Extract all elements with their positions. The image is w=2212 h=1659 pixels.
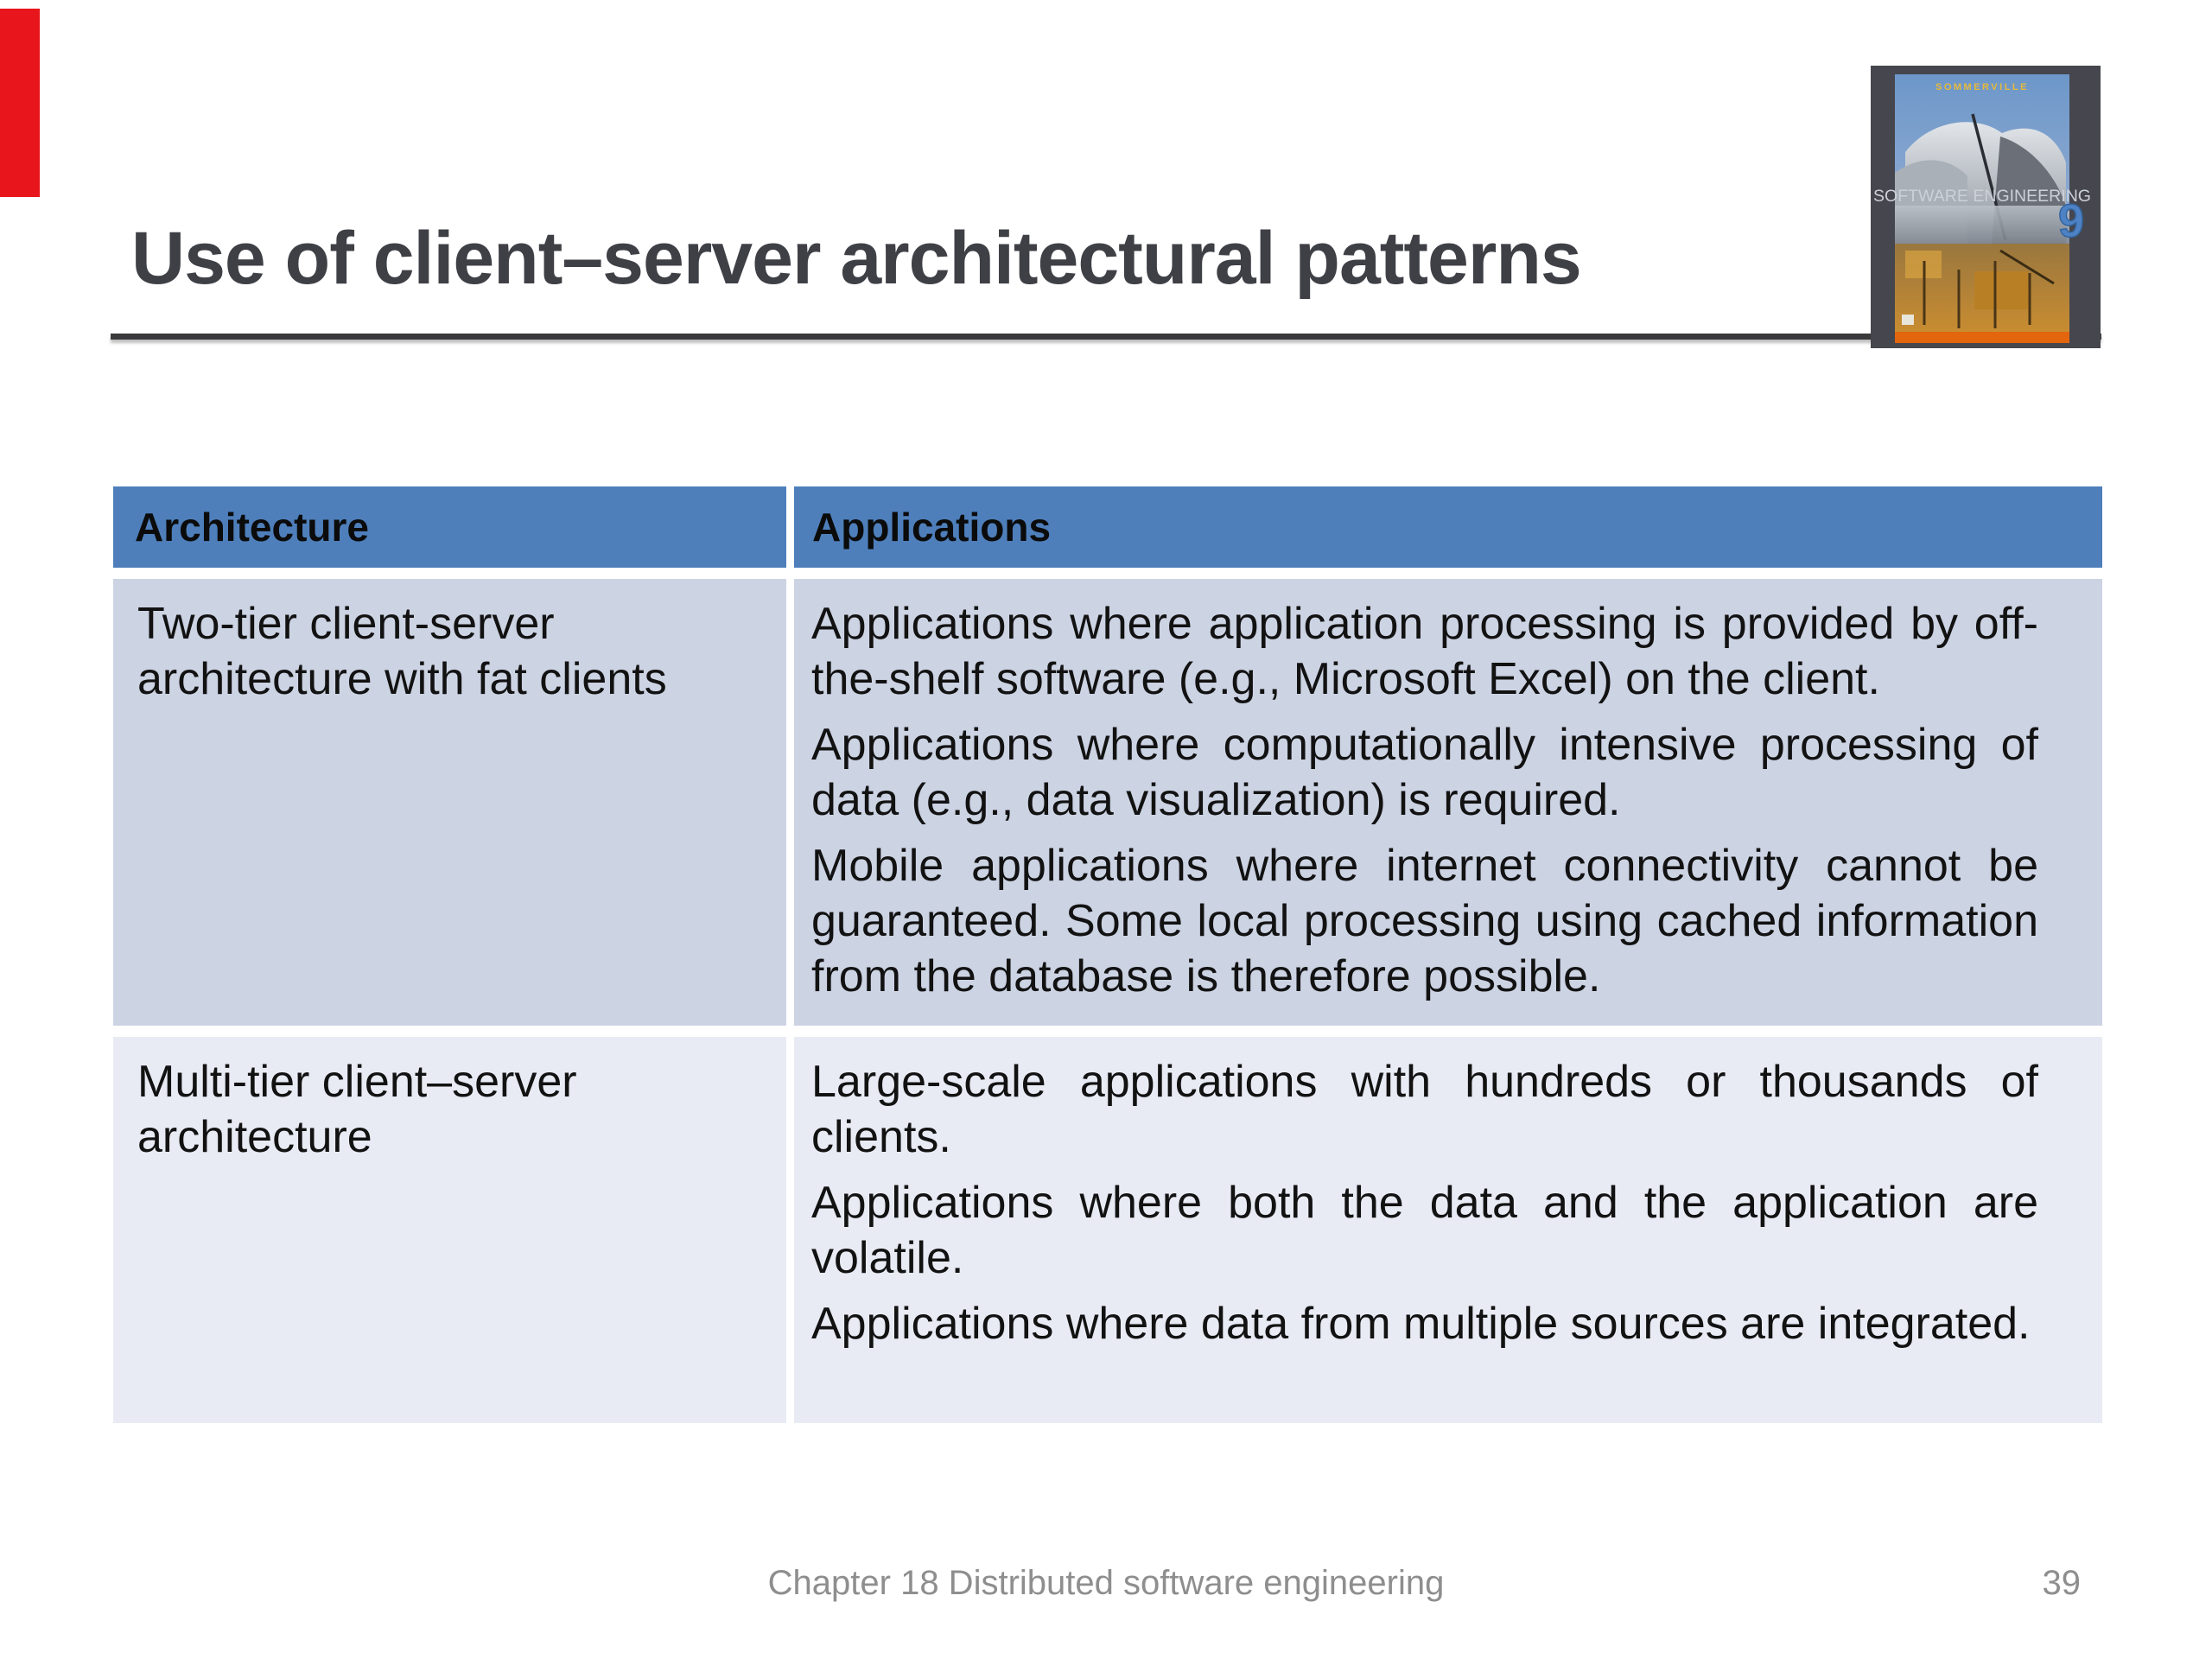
table-row2-applications-cell: Large-scale applications with hundreds o… <box>794 1037 2102 1423</box>
book-edition-number: 9 <box>2058 195 2084 247</box>
application-paragraph: Applications where application processin… <box>811 599 2038 704</box>
architecture-applications-table: Architecture Applications Two-tier clien… <box>113 486 2102 1423</box>
title-underline-rule <box>111 334 2101 340</box>
table-row1-architecture-cell: Two-tier client-server architecture with… <box>113 579 786 1026</box>
architecture-name: Two-tier client-server architecture with… <box>137 599 667 704</box>
book-cover-art: SOMMERVILLE SOFTWARE ENGINEERING 9 <box>1871 66 2101 348</box>
footer-chapter-title: Chapter 18 Distributed software engineer… <box>767 1564 1445 1602</box>
table-row1-applications-cell: Applications where application processin… <box>794 579 2102 1026</box>
application-paragraph: Applications where both the data and the… <box>811 1178 2038 1283</box>
table-header-applications: Applications <box>794 486 2102 568</box>
application-paragraph: Applications where computationally inten… <box>811 720 2038 825</box>
application-paragraph: Large-scale applications with hundreds o… <box>811 1057 2038 1162</box>
application-paragraph: Mobile applications where internet conne… <box>811 841 2038 1001</box>
column-gutter <box>786 579 794 1026</box>
architecture-name: Multi-tier client–server architecture <box>137 1057 577 1162</box>
book-cover: SOMMERVILLE SOFTWARE ENGINEERING 9 <box>1871 66 2101 348</box>
column-gutter <box>786 486 794 568</box>
red-accent-bar <box>0 9 40 197</box>
slide-title: Use of client–server architectural patte… <box>131 216 1582 300</box>
table-row2-architecture-cell: Multi-tier client–server architecture <box>113 1037 786 1423</box>
book-title: SOFTWARE ENGINEERING <box>1873 188 2091 206</box>
application-paragraph: Applications where data from multiple so… <box>811 1299 2031 1349</box>
table-header-architecture: Architecture <box>113 486 786 568</box>
book-author: SOMMERVILLE <box>1936 82 2029 92</box>
column-gutter <box>786 1037 794 1423</box>
footer-page-number: 39 <box>2042 1564 2082 1602</box>
